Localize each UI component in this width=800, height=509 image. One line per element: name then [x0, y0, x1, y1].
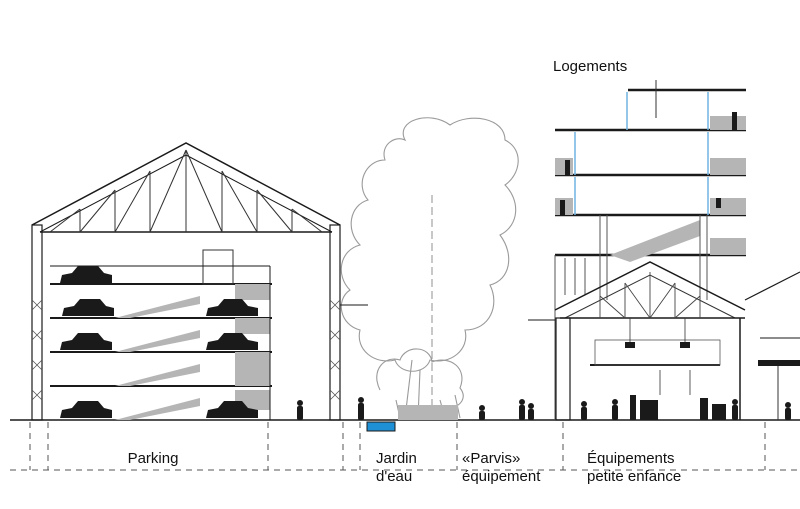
pedestrians — [297, 397, 791, 420]
childcare-building — [554, 261, 800, 421]
label-parvis-line2: équipement — [462, 468, 541, 485]
label-jardin: Jardin d'eau — [376, 450, 417, 486]
label-equipements: Équipements petite enfance — [587, 450, 681, 486]
label-equipements-line1: Équipements — [587, 450, 675, 467]
housing-building — [554, 80, 746, 420]
label-logements: Logements — [553, 58, 628, 75]
label-parvis: «Parvis» équipement — [462, 450, 540, 486]
label-parking: Parking — [127, 450, 179, 467]
parking-roof — [31, 142, 341, 226]
label-parvis-line1: «Parvis» — [462, 450, 521, 467]
parking-ramps — [115, 284, 270, 420]
parking-truss — [49, 149, 323, 233]
tree — [340, 117, 519, 420]
zone-separators — [10, 422, 800, 471]
label-jardin-line2: d'eau — [376, 468, 413, 485]
water-pool — [366, 421, 396, 432]
label-jardin-line1: Jardin — [376, 450, 417, 467]
parking-building — [31, 142, 341, 421]
parking-cars — [60, 266, 258, 418]
label-equipements-line2: petite enfance — [587, 468, 682, 485]
